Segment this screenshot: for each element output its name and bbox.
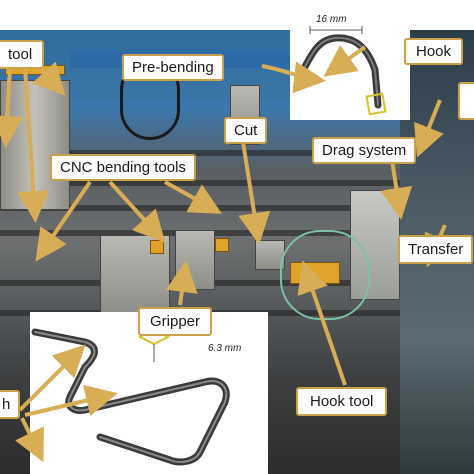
hook-dimension: 16 mm bbox=[316, 14, 347, 25]
label-bottom-left-fragment: h bbox=[0, 390, 21, 419]
label-tool: tool bbox=[0, 40, 45, 69]
part-dimension: 6.3 mm bbox=[208, 343, 242, 354]
hook-inset bbox=[290, 0, 410, 120]
label-gripper: Gripper bbox=[138, 307, 213, 336]
label-transfer: Transfer bbox=[398, 235, 474, 264]
label-hook: Hook bbox=[404, 38, 464, 65]
label-cut: Cut bbox=[224, 117, 268, 144]
label-cnc-bending-tools: CNC bending tools bbox=[50, 154, 196, 181]
label-pre-bending: Pre-bending bbox=[122, 54, 224, 81]
label-hook-tool: Hook tool bbox=[296, 387, 388, 416]
label-drag-system: Drag system bbox=[312, 137, 417, 164]
right-edge-label-fragment bbox=[458, 82, 474, 120]
part-inset bbox=[30, 312, 268, 474]
